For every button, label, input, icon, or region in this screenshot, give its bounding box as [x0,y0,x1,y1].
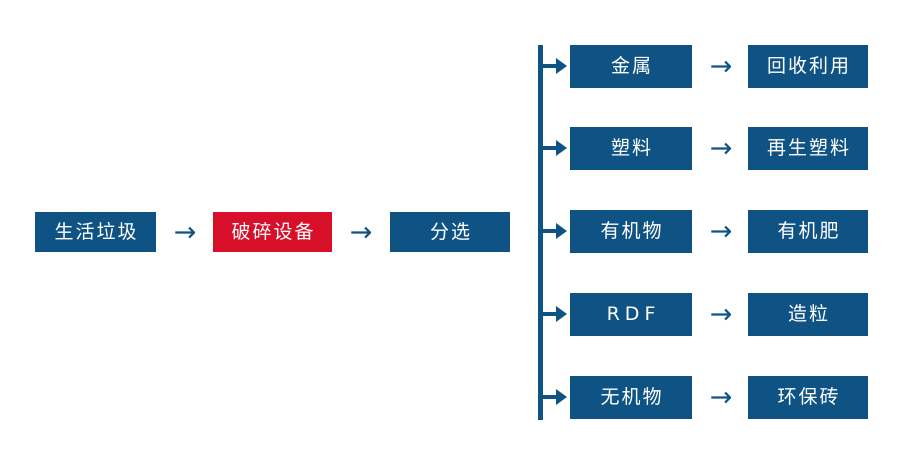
bus-arrowhead-plastic [556,140,567,156]
arrow-waste-to-crusher: → [164,218,206,246]
node-product-recycling-label: 回收利用 [766,55,851,77]
node-product-organic-fertilizer-label: 有机肥 [777,220,841,242]
node-product-recycling[interactable]: 回收利用 [748,45,868,88]
arrow-inorganic-to-eco-brick: → [700,383,742,411]
arrow-metal-to-recycling: → [700,52,742,80]
node-waste-label: 生活垃圾 [54,220,139,243]
node-product-pelletizing[interactable]: 造粒 [748,293,868,336]
node-fraction-rdf[interactable]: RDF [570,293,692,336]
arrow-organic-to-fertilizer: → [700,217,742,245]
arrow-crusher-to-sorting: → [340,218,382,246]
bus-stub-metal [543,64,561,68]
node-crusher-label: 破碎设备 [231,220,316,243]
bus-arrowhead-organic [556,223,567,239]
arrow-rdf-to-pelletizing: → [700,300,742,328]
arrow-plastic-to-recycled-plastic: → [700,134,742,162]
node-fraction-plastic-label: 塑料 [610,137,653,159]
node-waste[interactable]: 生活垃圾 [35,212,156,252]
arrow-right-icon: → [709,132,733,164]
node-fraction-metal[interactable]: 金属 [570,45,692,88]
bus-stub-rdf [543,312,561,316]
node-product-pelletizing-label: 造粒 [787,303,830,325]
node-product-recycled-plastic[interactable]: 再生塑料 [748,127,868,170]
node-fraction-plastic[interactable]: 塑料 [570,127,692,170]
arrow-right-icon: → [709,215,733,247]
node-product-eco-brick[interactable]: 环保砖 [748,376,868,419]
arrow-right-icon: → [709,298,733,330]
arrow-right-icon: → [709,50,733,82]
node-fraction-metal-label: 金属 [610,55,653,77]
node-fraction-inorganic[interactable]: 无机物 [570,376,692,419]
node-sorting[interactable]: 分选 [390,212,510,252]
bus-arrowhead-inorganic [556,389,567,405]
bus-stub-plastic [543,146,561,150]
arrow-right-icon: → [349,216,373,248]
bus-arrowhead-metal [556,58,567,74]
node-product-recycled-plastic-label: 再生塑料 [766,137,851,159]
node-product-eco-brick-label: 环保砖 [777,386,841,408]
node-fraction-organic-label: 有机物 [600,220,664,242]
node-product-organic-fertilizer[interactable]: 有机肥 [748,210,868,253]
node-sorting-label: 分选 [429,220,472,243]
distribution-bus-line [538,45,543,420]
node-fraction-rdf-label: RDF [606,303,661,325]
node-fraction-inorganic-label: 无机物 [600,386,664,408]
bus-arrowhead-rdf [556,306,567,322]
arrow-right-icon: → [173,216,197,248]
node-crusher[interactable]: 破碎设备 [213,212,332,252]
bus-stub-inorganic [543,395,561,399]
node-fraction-organic[interactable]: 有机物 [570,210,692,253]
arrow-right-icon: → [709,381,733,413]
bus-stub-organic [543,229,561,233]
